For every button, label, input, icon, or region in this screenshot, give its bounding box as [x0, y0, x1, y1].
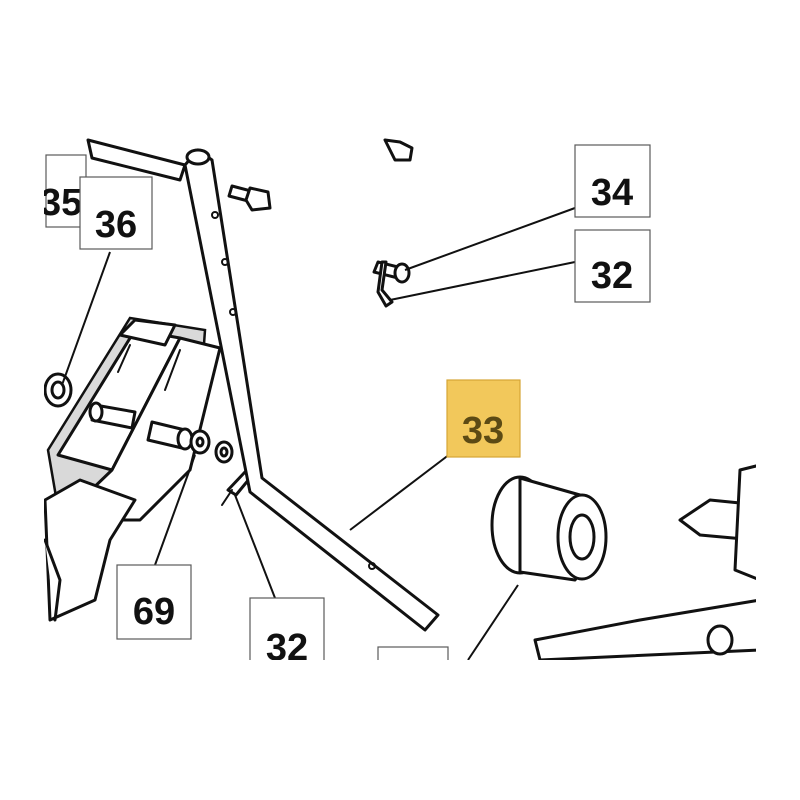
- leader-33: [349, 453, 451, 531]
- leader-34: [404, 207, 576, 271]
- leader-32-bottom: [234, 494, 276, 599]
- callout-36: 36: [79, 176, 153, 250]
- washers-69: [189, 429, 234, 464]
- callout-32-top: 32: [574, 229, 651, 303]
- svg-text:34: 34: [591, 172, 633, 214]
- leader-69: [154, 454, 196, 566]
- leader-lines: [61, 207, 576, 661]
- nut-36: [43, 372, 73, 408]
- bent-bar-33: [183, 148, 440, 632]
- callout-32-bottom: 32: [249, 597, 325, 669]
- bolt-top: [227, 184, 272, 212]
- bushing: [490, 475, 608, 582]
- leader-32-top: [389, 261, 576, 301]
- bolt-top-right: [383, 138, 414, 162]
- callout-69: 69: [116, 564, 192, 640]
- svg-text:35: 35: [40, 182, 82, 224]
- callout-33: 33: [446, 379, 521, 458]
- callout-35: 35: [40, 154, 87, 228]
- svg-text:33: 33: [462, 410, 504, 452]
- right-frame: [533, 463, 762, 662]
- clevis-pin: [372, 260, 411, 308]
- leader-36: [61, 251, 111, 386]
- svg-text:32: 32: [591, 255, 633, 297]
- leader-bushing: [467, 584, 519, 661]
- svg-text:69: 69: [133, 591, 175, 633]
- callout-34: 34: [574, 144, 651, 218]
- svg-text:36: 36: [95, 204, 137, 246]
- left-bracket: [43, 138, 222, 622]
